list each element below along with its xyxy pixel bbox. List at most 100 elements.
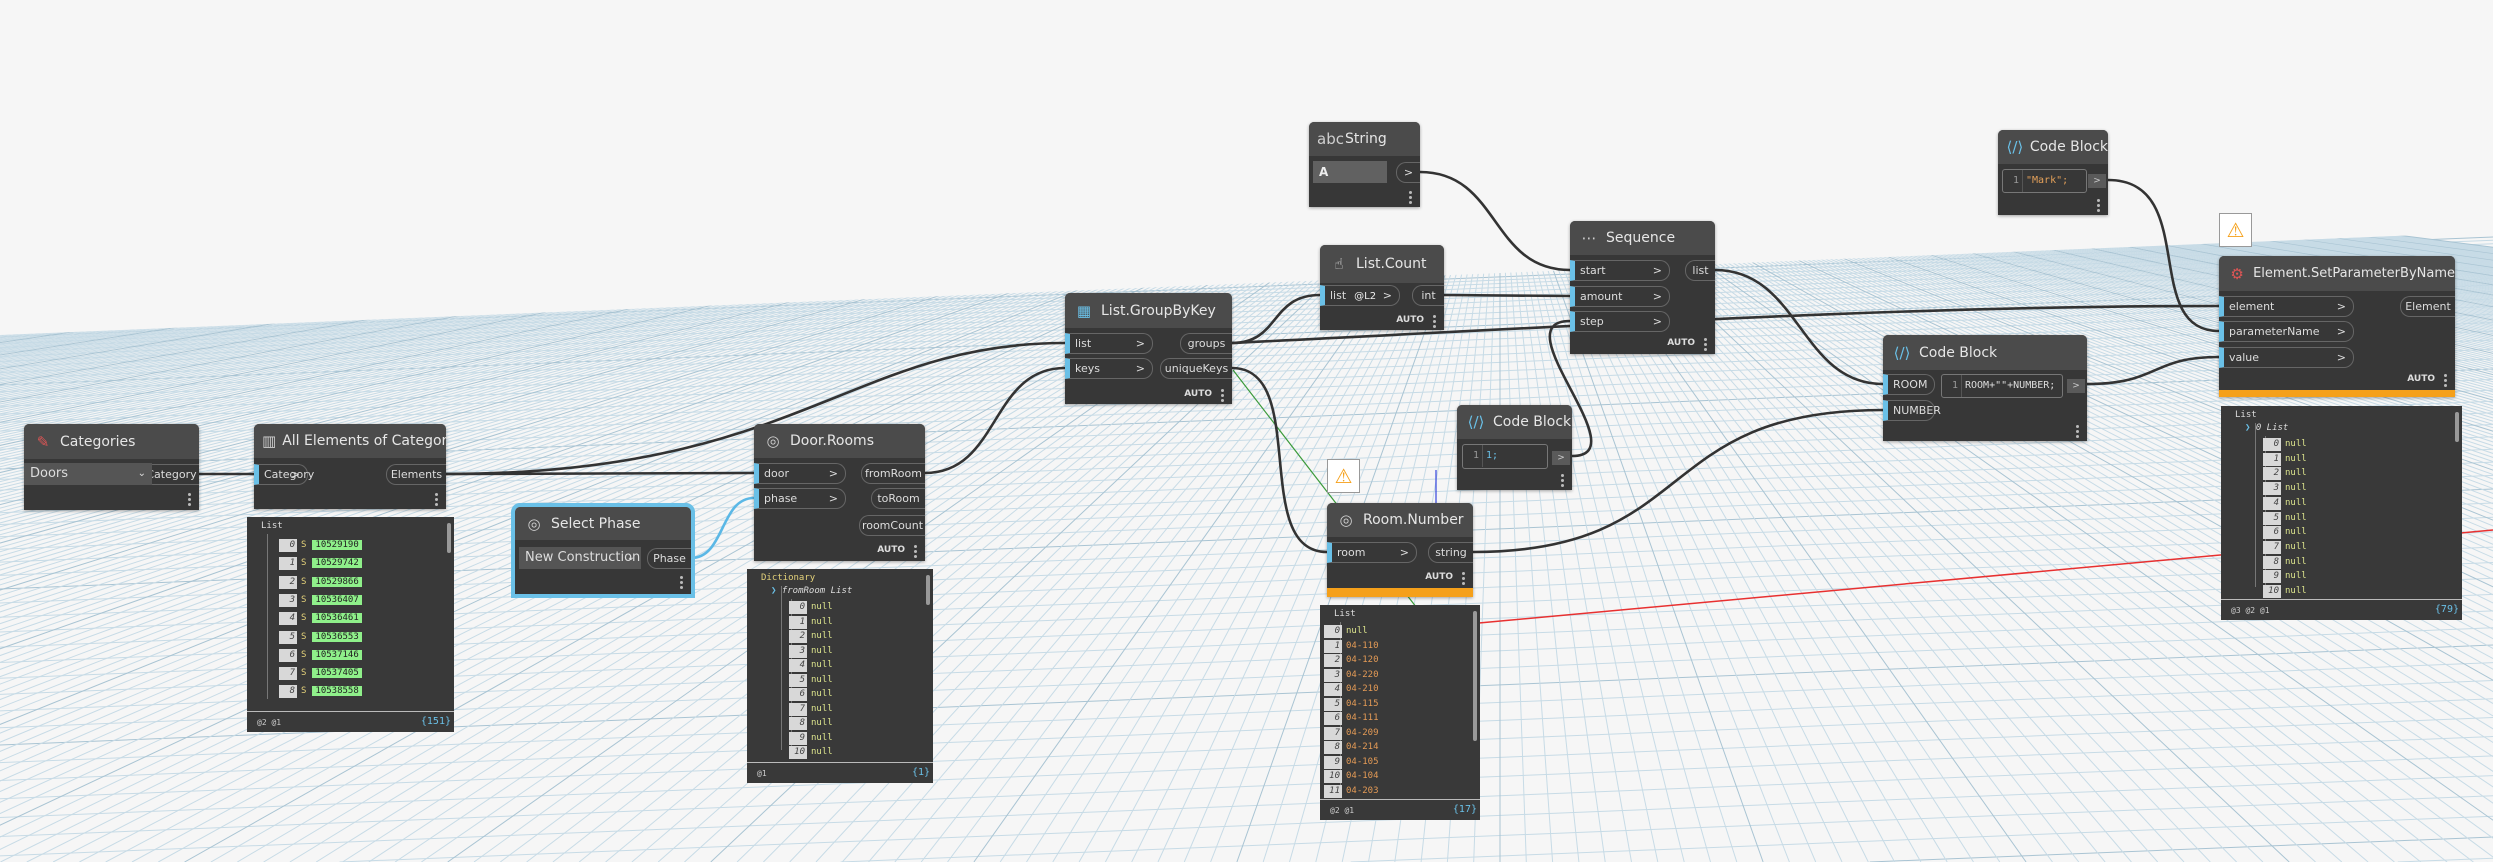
wire-step-code-to-step[interactable] [1548,319,1593,458]
node-header[interactable]: ✎Categories [24,424,199,459]
node-header[interactable]: ⟨/⟩Code Block [1883,335,2087,370]
output-port-value[interactable]: > [1396,162,1420,183]
lacing-label[interactable]: AUTO [2407,374,2435,384]
lacing-label[interactable]: AUTO [1667,338,1695,348]
wire-int-to-amount[interactable] [1443,293,1571,298]
input-port-list[interactable]: list> [1065,333,1153,354]
output-port-elements[interactable]: Elements [386,464,446,485]
input-port-amount[interactable]: amount> [1570,286,1670,307]
node-header[interactable]: ▥All Elements of Category [254,424,446,458]
node-header[interactable]: ⋯Sequence [1570,221,1715,255]
node-menu-icon[interactable] [914,545,917,548]
preview-sublist[interactable]: ❯ fromRoom List [771,585,852,598]
lacing-label[interactable]: AUTO [1425,572,1453,582]
string-input[interactable]: A [1313,161,1387,183]
node-menu-icon[interactable] [2076,425,2079,428]
dropdown-select[interactable]: Doors⌄ [24,463,152,485]
input-port-door[interactable]: door> [754,463,846,484]
wire-groups-to-element[interactable] [1231,304,2220,345]
wire-sequence-to-room-var[interactable] [1714,268,1884,386]
wire-string-to-start[interactable] [1419,170,1571,272]
node-menu-icon[interactable] [435,493,438,496]
node-menu-icon[interactable] [1433,315,1436,318]
lacing-label[interactable]: AUTO [877,545,905,555]
scrollbar[interactable] [447,523,451,553]
input-port-number[interactable]: NUMBER [1883,400,1941,421]
warning-icon[interactable]: ⚠ [1327,459,1360,493]
node-menu-icon[interactable] [1462,572,1465,575]
node-menu-icon[interactable] [680,576,683,579]
output-port-roomcount[interactable]: roomCount [859,515,925,536]
wire-uniquekeys-to-room[interactable] [1231,366,1328,554]
output-port-groups[interactable]: groups [1180,333,1232,354]
code-editor[interactable]: 1"Mark"; [2002,169,2087,193]
output-port[interactable]: > [2088,174,2106,188]
node-header[interactable]: ⟨/⟩Code Block [1457,405,1572,439]
output-port-uniquekeys[interactable]: uniqueKeys [1160,358,1232,379]
output-port[interactable]: > [1552,451,1570,465]
preview-sublist[interactable]: ❯ 0 List [2245,422,2288,435]
scrollbar[interactable] [2455,412,2459,442]
output-port-string[interactable]: string [1428,542,1473,563]
output-port-phase[interactable]: Phase [647,548,691,569]
input-port-room[interactable]: ROOM [1883,374,1935,395]
output-port-list[interactable]: list [1685,260,1715,281]
input-port-phase[interactable]: phase> [754,488,846,509]
input-port-room[interactable]: room> [1327,542,1417,563]
input-port-parametername[interactable]: parameterName> [2219,321,2354,342]
node-header[interactable]: ◎Room.Number [1327,503,1473,537]
input-port-element[interactable]: element> [2219,296,2354,317]
node-menu-icon[interactable] [1409,191,1412,194]
dropdown-select[interactable]: New Construction⌄ [519,547,641,569]
node-menu-icon[interactable] [188,493,191,496]
scrollbar[interactable] [1473,611,1477,741]
list-level-selector[interactable]: @L2 [1354,291,1377,302]
node-menu-icon[interactable] [1704,338,1707,341]
wire-elements-to-groupbykey-list[interactable] [445,341,1066,476]
input-port-category[interactable]: Category> [254,464,314,485]
